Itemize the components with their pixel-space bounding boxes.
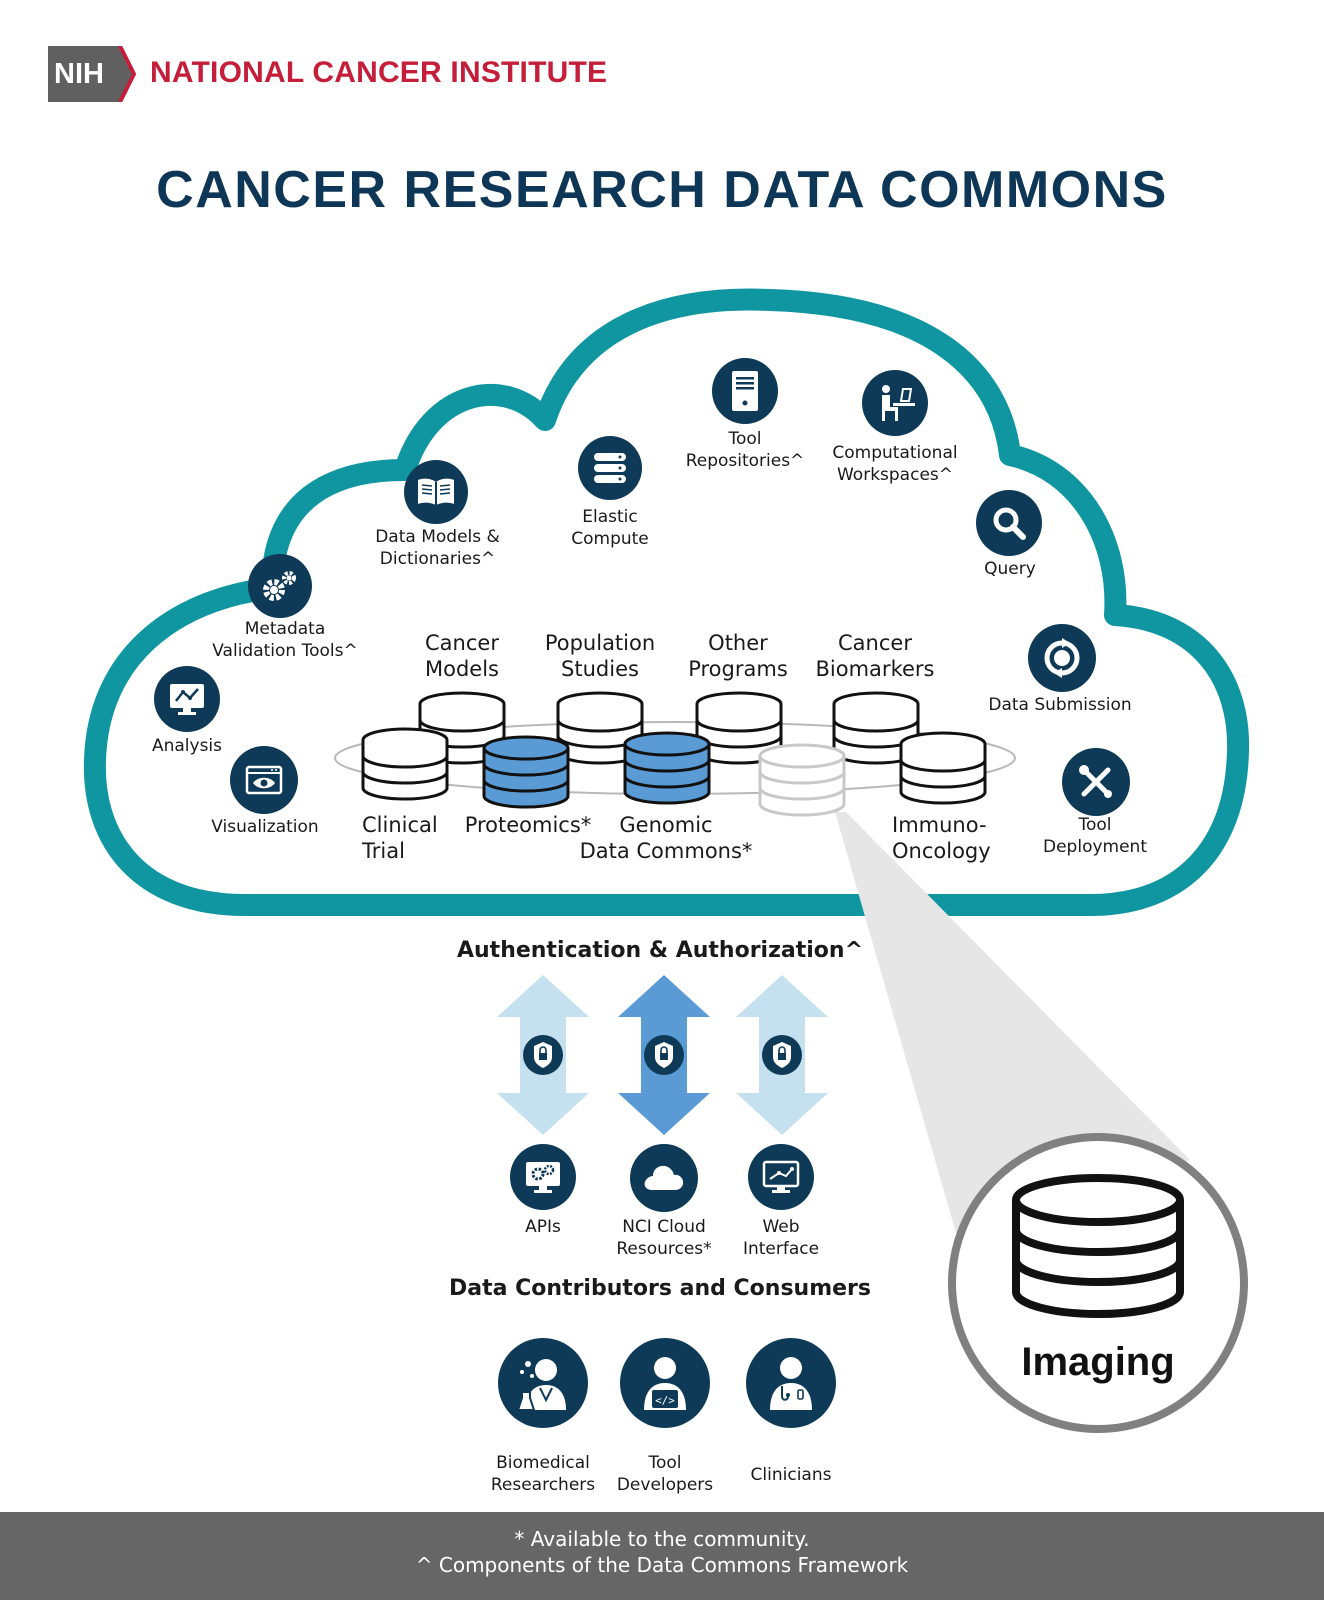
imaging-label: Imaging: [1021, 1340, 1175, 1384]
visualization-label: Visualization: [211, 817, 319, 837]
footer-note-framework: ^ Components of the Data Commons Framewo…: [415, 1553, 909, 1577]
web-interface-label: Web Interface: [742, 1217, 820, 1259]
population-studies-label: Population Studies: [544, 631, 656, 681]
nci-cloud-label: NCI Cloud Resources*: [616, 1217, 712, 1259]
data-models-label: Data Models & Dictionaries^: [375, 527, 500, 569]
cancer-biomarkers-label: Cancer Biomarkers: [815, 631, 935, 681]
nih-logo: NIH: [48, 46, 134, 102]
apis-label: APIs: [525, 1217, 561, 1237]
db-immuno-oncology: [899, 731, 987, 805]
magnifier-icon: [976, 490, 1042, 556]
scientist-icon: [498, 1338, 588, 1428]
tool-deployment-label: Tool Deployment: [1043, 815, 1147, 857]
genomic-label: Genomic Data Commons*: [579, 813, 753, 863]
db-proteomics: [482, 735, 570, 809]
shield-lock-icon: [644, 1035, 684, 1075]
clinicians-label: Clinicians: [750, 1465, 832, 1485]
web-monitor-icon: [748, 1144, 814, 1210]
immuno-oncology-label: Immuno- Oncology: [892, 813, 991, 863]
gears-icon: [248, 554, 312, 618]
imaging-callout-cone: [835, 812, 1190, 1240]
other-programs-label: Other Programs: [688, 631, 788, 681]
metadata-validation-label: Metadata Validation Tools^: [212, 619, 358, 661]
tool-repositories-label: Tool Repositories^: [685, 429, 805, 471]
cancer-models-label: Cancer Models: [425, 631, 499, 681]
institute-name: NATIONAL CANCER INSTITUTE: [150, 56, 608, 89]
elastic-compute-label: Elastic Compute: [571, 507, 649, 549]
server-icon: [712, 358, 778, 424]
book-icon: [404, 460, 468, 524]
db-clinical-trial: [361, 727, 449, 801]
nih-chevron-icon: [118, 46, 137, 102]
tool-developers-label: Tool Developers: [616, 1453, 714, 1495]
computational-workspaces-label: Computational Workspaces^: [832, 443, 958, 485]
db-imaging-small: [758, 743, 846, 817]
footer-note-community: * Available to the community.: [514, 1527, 810, 1551]
footer: * Available to the community. ^ Componen…: [0, 1512, 1324, 1600]
data-submission-label: Data Submission: [988, 695, 1132, 715]
imaging-database-icon: [1012, 1174, 1184, 1318]
proteomics-label: Proteomics*: [464, 813, 592, 837]
svg-text:</>: </>: [655, 1394, 675, 1407]
monitor-chart-icon: [154, 666, 220, 732]
db-genomic: [623, 731, 711, 805]
shield-lock-icon: [523, 1035, 563, 1075]
cloud-icon: [630, 1144, 698, 1212]
page-title: CANCER RESEARCH DATA COMMONS: [156, 161, 1168, 219]
biomedical-researchers-label: Biomedical Researchers: [490, 1453, 596, 1495]
eye-window-icon: [230, 746, 298, 814]
sync-icon: [1028, 624, 1096, 692]
compute-stack-icon: [578, 436, 642, 500]
api-monitor-icon: [510, 1144, 576, 1210]
clinician-icon: [746, 1338, 836, 1428]
consumers-heading: Data Contributors and Consumers: [449, 1276, 871, 1301]
clinical-trial-label: Clinical Trial: [362, 813, 438, 863]
workstation-icon: [862, 370, 928, 436]
query-label: Query: [984, 559, 1036, 579]
developer-icon: </>: [620, 1338, 710, 1428]
auth-heading: Authentication & Authorization^: [456, 938, 864, 963]
tools-icon: [1062, 748, 1130, 816]
analysis-label: Analysis: [151, 736, 223, 756]
shield-lock-icon: [762, 1035, 802, 1075]
